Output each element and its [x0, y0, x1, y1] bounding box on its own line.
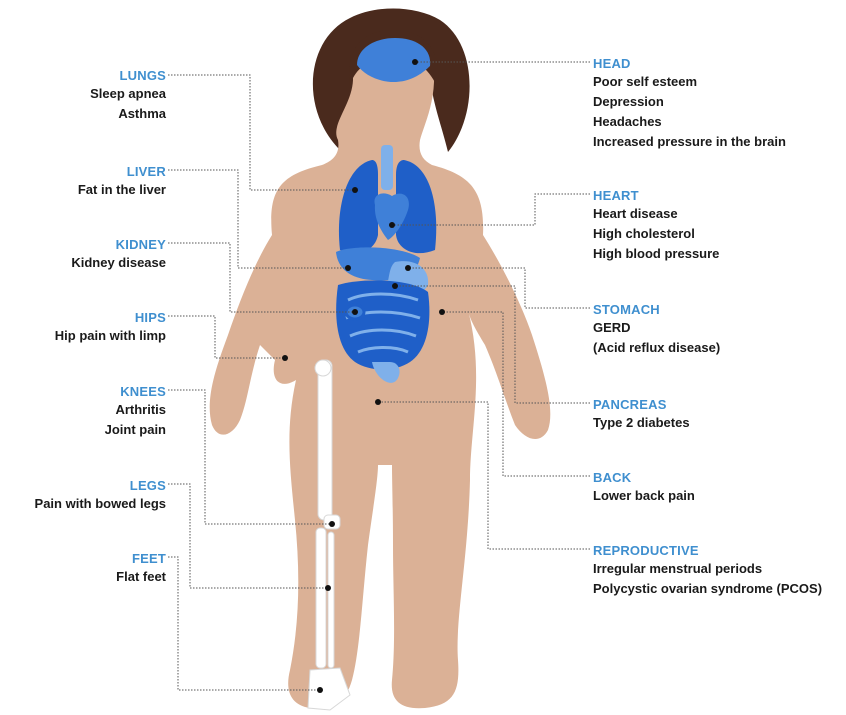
label-reproductive: REPRODUCTIVE Irregular menstrual periods… — [593, 542, 822, 599]
fibula — [328, 532, 334, 668]
lungs-title: LUNGS — [90, 67, 166, 84]
label-stomach: STOMACH GERD (Acid reflux disease) — [593, 301, 720, 358]
condition-item: Hip pain with limp — [55, 326, 166, 346]
liver-title: LIVER — [78, 163, 166, 180]
heart-title: HEART — [593, 187, 719, 204]
hips-conditions: Hip pain with limp — [55, 326, 166, 346]
legs-conditions: Pain with bowed legs — [35, 494, 166, 514]
kidney-conditions: Kidney disease — [71, 253, 166, 273]
condition-item: Asthma — [90, 104, 166, 124]
head-title: HEAD — [593, 55, 786, 72]
condition-item: Headaches — [593, 112, 786, 132]
anchor-dot-lungs — [352, 187, 358, 193]
reproductive-title: REPRODUCTIVE — [593, 542, 822, 559]
stomach-title: STOMACH — [593, 301, 720, 318]
condition-item: Joint pain — [105, 420, 166, 440]
label-legs: LEGS Pain with bowed legs — [35, 477, 166, 514]
condition-item: Increased pressure in the brain — [593, 132, 786, 152]
hips-title: HIPS — [55, 309, 166, 326]
condition-item: Lower back pain — [593, 486, 695, 506]
heart-conditions: Heart disease High cholesterol High bloo… — [593, 204, 719, 264]
label-back: BACK Lower back pain — [593, 469, 695, 506]
condition-item: Depression — [593, 92, 786, 112]
back-conditions: Lower back pain — [593, 486, 695, 506]
condition-item: Kidney disease — [71, 253, 166, 273]
anchor-dot-kidney — [352, 309, 358, 315]
liver-conditions: Fat in the liver — [78, 180, 166, 200]
condition-item: Poor self esteem — [593, 72, 786, 92]
reproductive-conditions: Irregular menstrual periods Polycystic o… — [593, 559, 822, 599]
label-kidney: KIDNEY Kidney disease — [71, 236, 166, 273]
condition-item: Type 2 diabetes — [593, 413, 690, 433]
anchor-dot-reproductive — [375, 399, 381, 405]
anchor-dot-legs — [325, 585, 331, 591]
condition-item: Polycystic ovarian syndrome (PCOS) — [593, 579, 822, 599]
condition-item: Arthritis — [105, 400, 166, 420]
anchor-dot-back — [439, 309, 445, 315]
anchor-dot-knees — [329, 521, 335, 527]
stomach-conditions: GERD (Acid reflux disease) — [593, 318, 720, 358]
knees-title: KNEES — [105, 383, 166, 400]
feet-conditions: Flat feet — [116, 567, 166, 587]
kidney-title: KIDNEY — [71, 236, 166, 253]
legs-title: LEGS — [35, 477, 166, 494]
knees-conditions: Arthritis Joint pain — [105, 400, 166, 440]
condition-item: Heart disease — [593, 204, 719, 224]
lungs-conditions: Sleep apnea Asthma — [90, 84, 166, 124]
femur — [318, 360, 332, 520]
label-lungs: LUNGS Sleep apnea Asthma — [90, 67, 166, 124]
condition-item: Irregular menstrual periods — [593, 559, 822, 579]
condition-item: (Acid reflux disease) — [593, 338, 720, 358]
label-heart: HEART Heart disease High cholesterol Hig… — [593, 187, 719, 264]
pancreas-conditions: Type 2 diabetes — [593, 413, 690, 433]
tibia — [316, 528, 326, 668]
feet-title: FEET — [116, 550, 166, 567]
pancreas-title: PANCREAS — [593, 396, 690, 413]
hip-joint — [315, 360, 331, 376]
condition-item: GERD — [593, 318, 720, 338]
anchor-dot-feet — [317, 687, 323, 693]
back-title: BACK — [593, 469, 695, 486]
label-head: HEAD Poor self esteem Depression Headach… — [593, 55, 786, 152]
anchor-dot-hips — [282, 355, 288, 361]
label-feet: FEET Flat feet — [116, 550, 166, 587]
condition-item: High blood pressure — [593, 244, 719, 264]
trachea — [381, 145, 393, 190]
label-liver: LIVER Fat in the liver — [78, 163, 166, 200]
condition-item: Pain with bowed legs — [35, 494, 166, 514]
label-hips: HIPS Hip pain with limp — [55, 309, 166, 346]
condition-item: Fat in the liver — [78, 180, 166, 200]
anchor-dot-liver — [345, 265, 351, 271]
anchor-dot-stomach — [405, 265, 411, 271]
anchor-dot-heart — [389, 222, 395, 228]
label-knees: KNEES Arthritis Joint pain — [105, 383, 166, 440]
label-pancreas: PANCREAS Type 2 diabetes — [593, 396, 690, 433]
condition-item: Sleep apnea — [90, 84, 166, 104]
head-conditions: Poor self esteem Depression Headaches In… — [593, 72, 786, 152]
condition-item: Flat feet — [116, 567, 166, 587]
condition-item: High cholesterol — [593, 224, 719, 244]
anchor-dot-pancreas — [392, 283, 398, 289]
anchor-dot-head — [412, 59, 418, 65]
